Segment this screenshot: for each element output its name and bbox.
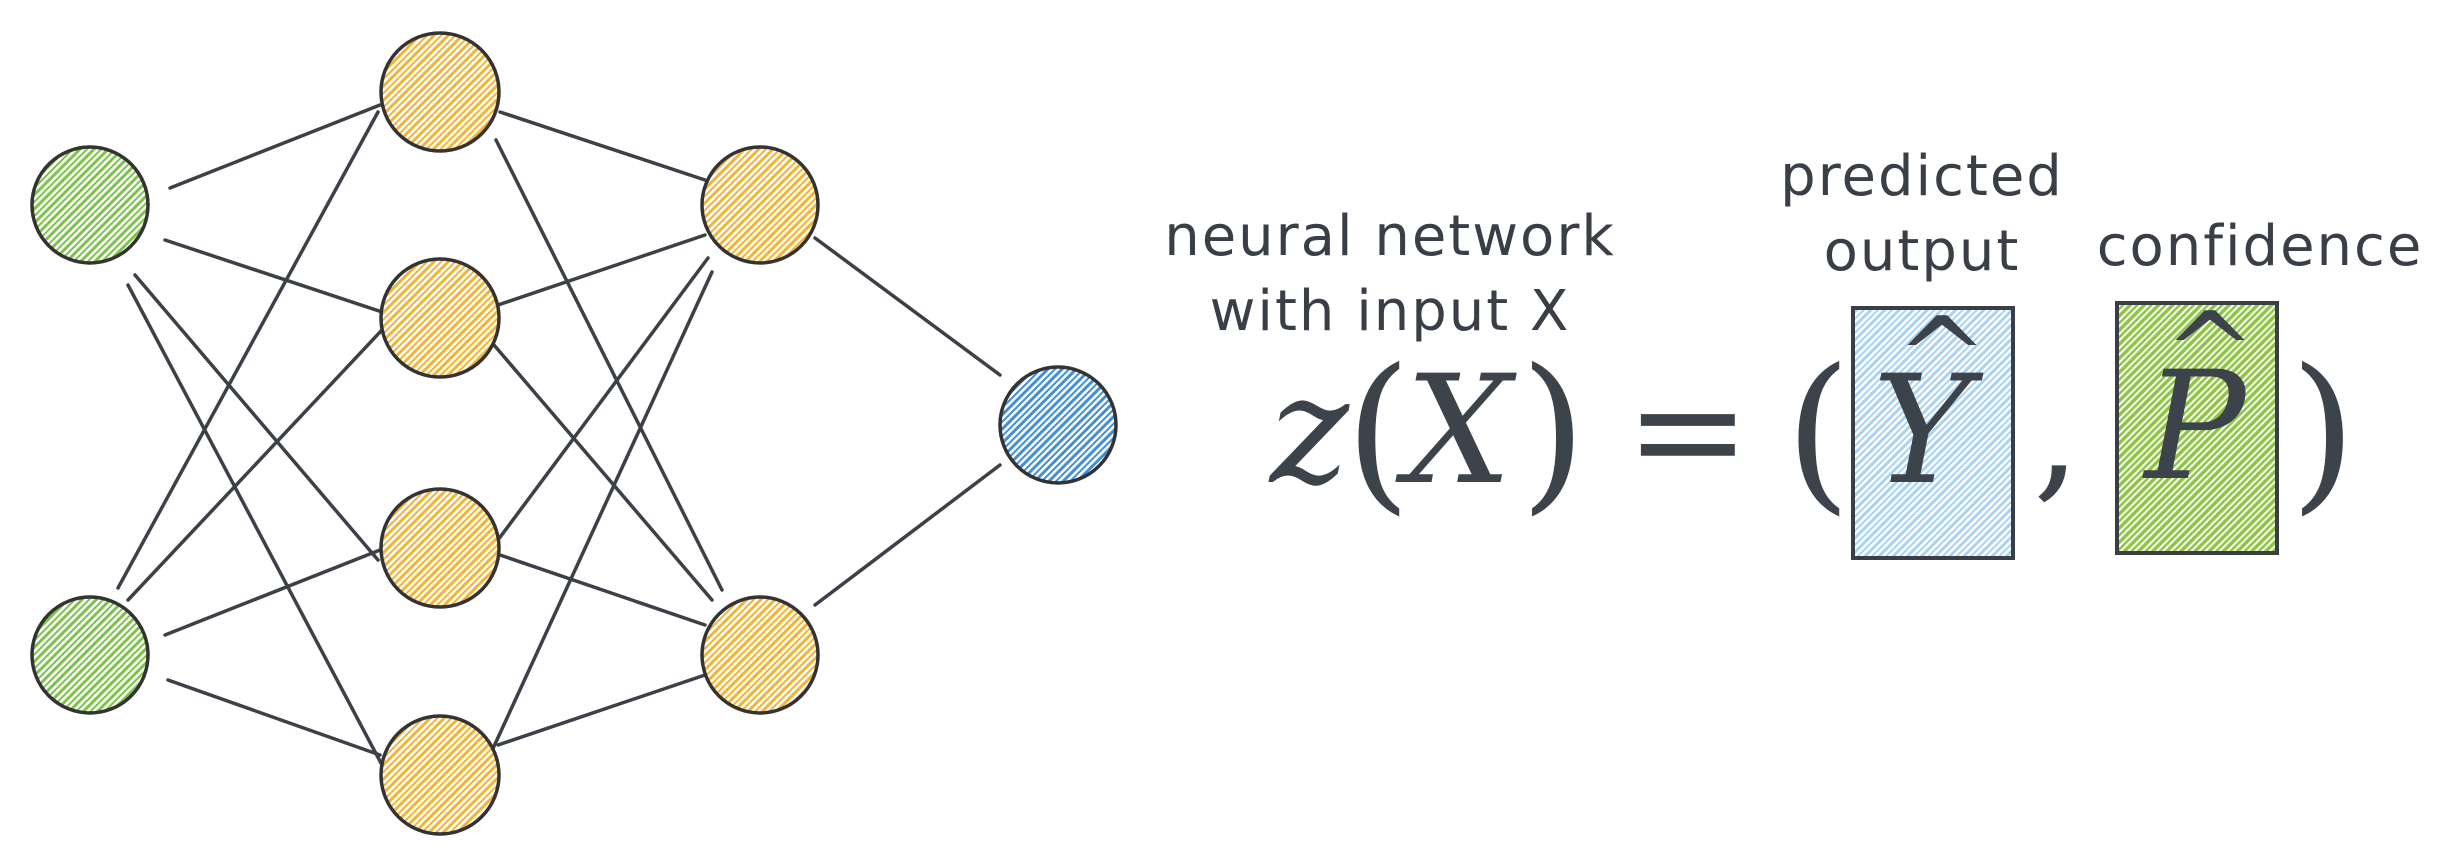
edge [133, 273, 380, 562]
confidence-label: confidence [2097, 214, 2424, 279]
hidden-neuron [379, 31, 501, 153]
edge [116, 110, 380, 590]
p-hat-symbol: P [2142, 340, 2249, 514]
equation-lhs-argument: X [1395, 344, 1517, 518]
edge [813, 236, 1002, 377]
hidden-neuron [379, 257, 501, 379]
hidden-neuron [379, 714, 501, 836]
equation-lhs-function: z [1268, 344, 1350, 518]
edge [496, 673, 707, 747]
y-hat-symbol: Y [1872, 344, 1983, 518]
equation-tuple-close: ) [2290, 333, 2356, 531]
hidden-neuron [700, 145, 820, 265]
equation-equals: = [1625, 344, 1751, 518]
input-neuron [30, 145, 150, 265]
edge [498, 553, 707, 627]
edge [492, 343, 714, 602]
network-neurons [30, 31, 1118, 836]
network-label-line1: neural network [1164, 204, 1616, 269]
equation-open-paren: ( [1345, 333, 1411, 531]
edge [163, 238, 384, 314]
predicted-label-line2: output [1824, 219, 2021, 284]
edge [166, 678, 382, 757]
predicted-label-line1: predicted [1780, 144, 2064, 209]
hidden-neuron [379, 487, 501, 609]
equation-close-paren: ) [1520, 333, 1586, 531]
edge [496, 233, 707, 307]
p-hat-accent: ^ [2164, 288, 2256, 416]
network-label-line2: with input X [1210, 279, 1571, 344]
hidden-neuron [700, 595, 820, 715]
output-neuron [998, 365, 1118, 485]
equation-tuple-open: ( [1785, 333, 1851, 531]
equation-comma: , [2033, 344, 2081, 518]
edge [498, 110, 707, 182]
network-edges [116, 103, 1002, 767]
input-neuron [30, 595, 150, 715]
edge [490, 256, 710, 550]
edge [488, 270, 714, 757]
equation: z ( X ) = ( ^ Y , ^ P ) [1268, 288, 2356, 531]
edge [163, 548, 382, 637]
y-hat-accent: ^ [1896, 293, 1988, 421]
confidence-box [2115, 301, 2279, 555]
edge [126, 328, 384, 602]
edge [813, 463, 1002, 607]
edge [168, 103, 382, 190]
edge [494, 138, 724, 592]
predicted-output-box [1851, 306, 2015, 560]
edge [126, 283, 384, 767]
